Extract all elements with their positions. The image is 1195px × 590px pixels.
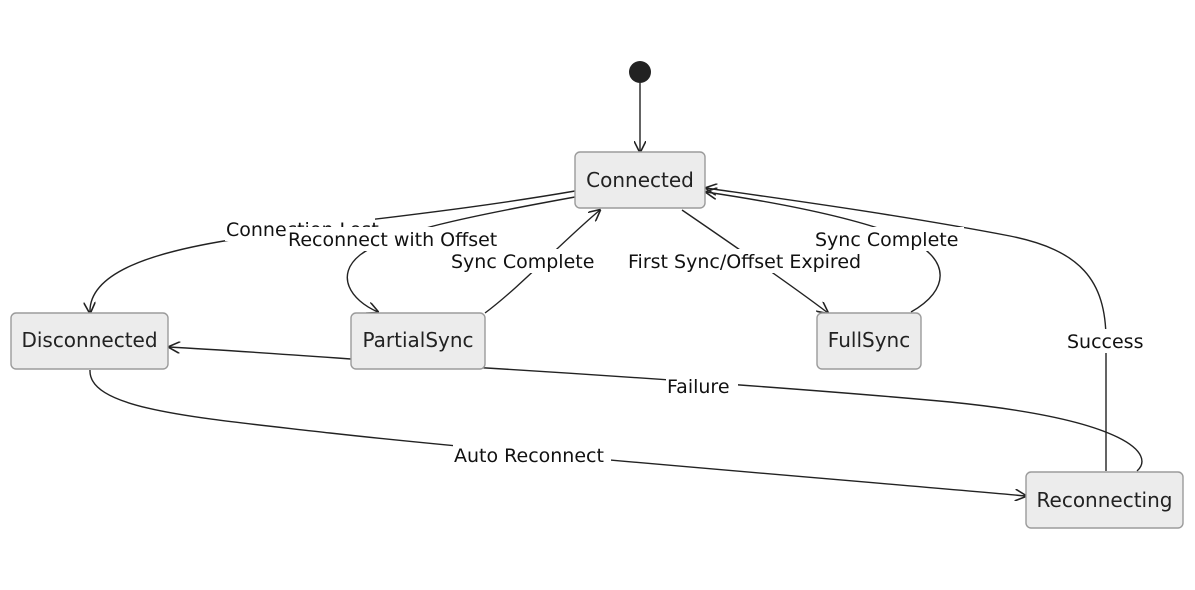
edge-reconnecting-to-disconnected xyxy=(169,347,1143,472)
svg-text:Sync Complete: Sync Complete xyxy=(815,229,958,251)
svg-text:Reconnect with Offset: Reconnect with Offset xyxy=(288,229,497,251)
edge-reconnecting-to-connected xyxy=(706,188,1107,471)
label-auto-reconnect: Auto Reconnect xyxy=(453,443,611,467)
svg-text:First Sync/Offset Expired: First Sync/Offset Expired xyxy=(628,251,861,273)
svg-text:PartialSync: PartialSync xyxy=(362,328,473,352)
svg-text:Success: Success xyxy=(1067,331,1143,353)
label-failure: Failure xyxy=(666,374,738,398)
svg-text:Auto Reconnect: Auto Reconnect xyxy=(454,445,604,467)
svg-text:Connected: Connected xyxy=(586,168,694,192)
state-disconnected: Disconnected xyxy=(10,312,169,370)
label-success: Success xyxy=(1066,329,1144,353)
svg-text:Reconnecting: Reconnecting xyxy=(1037,488,1173,512)
state-fullsync: FullSync xyxy=(816,312,922,370)
edge-disconnected-to-reconnecting xyxy=(89,369,1026,496)
svg-text:Failure: Failure xyxy=(667,376,730,398)
label-reconnect-with-offset: Reconnect with Offset xyxy=(287,227,513,251)
svg-text:Disconnected: Disconnected xyxy=(21,328,157,352)
state-reconnecting: Reconnecting xyxy=(1025,471,1184,529)
label-partialsync-sync-complete: Sync Complete xyxy=(450,249,600,273)
state-partialsync: PartialSync xyxy=(350,312,486,370)
svg-text:Sync Complete: Sync Complete xyxy=(451,251,594,273)
state-connected: Connected xyxy=(574,151,706,209)
initial-state-dot xyxy=(629,61,651,83)
label-first-sync-offset-expired: First Sync/Offset Expired xyxy=(627,249,883,273)
svg-text:FullSync: FullSync xyxy=(828,328,910,352)
label-fullsync-sync-complete: Sync Complete xyxy=(814,227,964,251)
